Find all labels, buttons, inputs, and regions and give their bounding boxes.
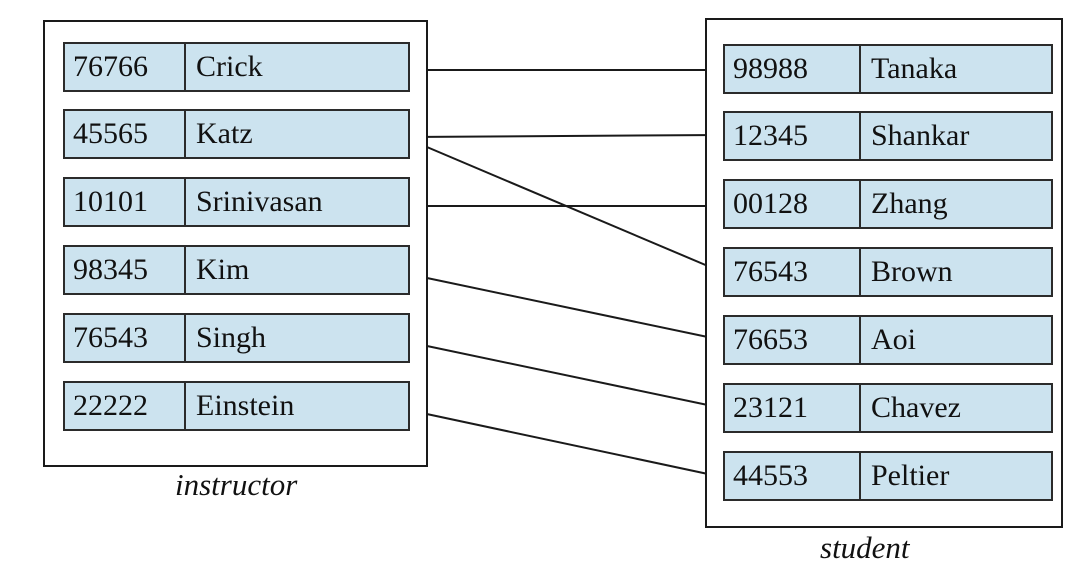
instructor-row-name: Einstein bbox=[196, 389, 295, 422]
student-row-6[interactable]: 44553 Peltier bbox=[723, 451, 1053, 501]
instructor-row-1[interactable]: 45565 Katz bbox=[63, 109, 410, 159]
link-line-kim-to-aoi bbox=[407, 273, 723, 341]
student-row-name: Chavez bbox=[871, 391, 961, 424]
student-row-id: 23121 bbox=[725, 385, 861, 431]
instructor-caption: instructor bbox=[175, 467, 298, 502]
instructor-row-3[interactable]: 98345 Kim bbox=[63, 245, 410, 295]
student-row-name: Brown bbox=[871, 255, 953, 288]
instructor-row-name: Kim bbox=[196, 253, 250, 286]
instructor-row-id: 22222 bbox=[65, 383, 186, 429]
instructor-row-id: 10101 bbox=[65, 179, 186, 225]
student-row-id: 00128 bbox=[725, 181, 861, 227]
student-caption: student bbox=[820, 530, 910, 565]
instructor-row-name: Singh bbox=[196, 321, 267, 354]
instructor-row-id: 98345 bbox=[65, 247, 186, 293]
instructor-relation-box: 76766 Crick 45565 Katz 10101 Srinivasan … bbox=[43, 20, 428, 467]
link-line-katz-to-shankar bbox=[407, 134, 723, 138]
student-row-3[interactable]: 76543 Brown bbox=[723, 247, 1053, 297]
student-row-name: Aoi bbox=[871, 323, 916, 356]
link-line-katz-to-brown bbox=[407, 138, 723, 273]
instructor-row-name: Katz bbox=[196, 117, 253, 150]
instructor-row-id: 45565 bbox=[65, 111, 186, 157]
student-relation-box: 98988 Tanaka 12345 Shankar 00128 Zhang 7… bbox=[705, 18, 1063, 528]
student-row-id: 76543 bbox=[725, 249, 861, 295]
student-row-name: Shankar bbox=[871, 119, 970, 152]
student-row-id: 12345 bbox=[725, 113, 861, 159]
instructor-row-name: Crick bbox=[196, 50, 263, 83]
instructor-row-0[interactable]: 76766 Crick bbox=[63, 42, 410, 92]
student-row-name: Tanaka bbox=[871, 52, 958, 85]
student-row-id: 76653 bbox=[725, 317, 861, 363]
student-row-id: 98988 bbox=[725, 46, 861, 92]
instructor-row-5[interactable]: 22222 Einstein bbox=[63, 381, 410, 431]
student-row-id: 44553 bbox=[725, 453, 861, 499]
instructor-row-4[interactable]: 76543 Singh bbox=[63, 313, 410, 363]
student-row-name: Zhang bbox=[871, 187, 948, 220]
student-row-name: Peltier bbox=[871, 459, 950, 492]
instructor-row-id: 76543 bbox=[65, 315, 186, 361]
instructor-row-id: 76766 bbox=[65, 44, 186, 90]
student-row-1[interactable]: 12345 Shankar bbox=[723, 111, 1053, 161]
instructor-row-2[interactable]: 10101 Srinivasan bbox=[63, 177, 410, 227]
student-row-0[interactable]: 98988 Tanaka bbox=[723, 44, 1053, 94]
student-row-5[interactable]: 23121 Chavez bbox=[723, 383, 1053, 433]
instructor-row-name: Srinivasan bbox=[196, 185, 323, 218]
link-line-singh-to-chavez bbox=[407, 341, 723, 409]
student-row-2[interactable]: 00128 Zhang bbox=[723, 179, 1053, 229]
link-line-einstein-to-peltier bbox=[407, 409, 723, 478]
student-row-4[interactable]: 76653 Aoi bbox=[723, 315, 1053, 365]
